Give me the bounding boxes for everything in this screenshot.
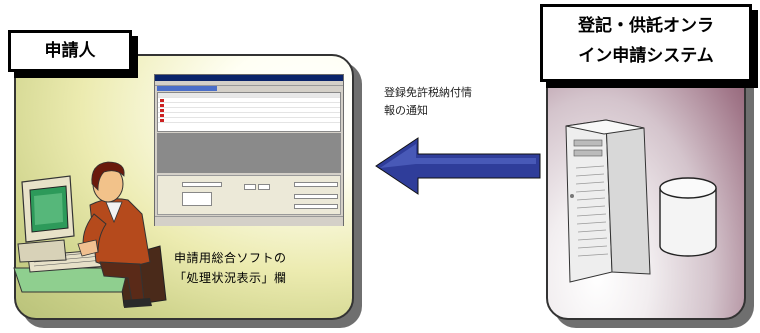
table-row xyxy=(158,93,340,98)
system-label: 登記・供託オンラ イン申請システム xyxy=(540,4,752,82)
software-statusbar xyxy=(155,216,343,226)
software-caption-line1: 申請用総合ソフトの xyxy=(174,251,287,265)
software-titlebar xyxy=(155,75,343,81)
notification-text-line2: 報の通知 xyxy=(384,104,428,117)
form-field xyxy=(182,182,222,187)
form-field xyxy=(182,192,212,206)
form-field xyxy=(294,204,338,209)
notification-text: 登録免許税納付情 報の通知 xyxy=(384,84,534,120)
notification-text-line1: 登録免許税納付情 xyxy=(384,86,472,99)
applicant-label: 申請人 xyxy=(8,30,132,72)
form-button xyxy=(244,184,256,190)
software-caption-line2: 「処理状況表示」欄 xyxy=(174,271,287,285)
table-row xyxy=(158,113,340,118)
table-row xyxy=(158,103,340,108)
software-caption: 申請用総合ソフトの 「処理状況表示」欄 xyxy=(174,248,354,288)
table-row xyxy=(158,118,340,123)
form-field xyxy=(294,182,338,187)
software-detail-form xyxy=(157,175,341,215)
form-field xyxy=(294,194,338,199)
software-status-table xyxy=(157,92,341,132)
system-label-line1: 登記・供託オンラ xyxy=(578,16,714,36)
software-empty-area xyxy=(157,133,341,173)
software-toolbar xyxy=(157,86,217,91)
software-menubar xyxy=(155,81,343,86)
table-row xyxy=(158,108,340,113)
software-screenshot xyxy=(154,74,344,226)
form-button xyxy=(258,184,270,190)
table-row xyxy=(158,98,340,103)
system-label-line2: イン申請システム xyxy=(578,46,714,66)
